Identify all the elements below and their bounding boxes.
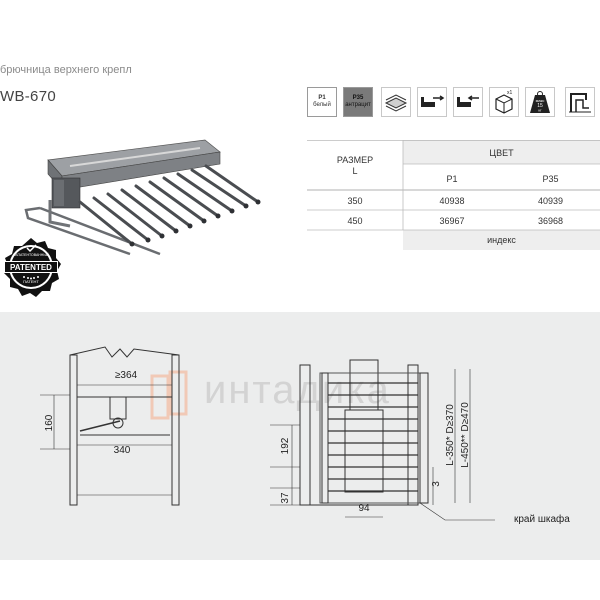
dim-width-min: ≥364 (115, 370, 138, 381)
load-label-1: макс (536, 98, 545, 103)
table-footer: индекс (487, 235, 516, 245)
row-size: 450 (347, 216, 363, 226)
size-header: РАЗМЕР L (307, 155, 403, 177)
finish-chip-p1: P1 белый (307, 87, 337, 117)
cabinet-edge-label: край шкафа (514, 513, 570, 525)
size-unit-label: L (352, 166, 358, 176)
col-p35-header: P35 (542, 174, 559, 184)
index-table: РАЗМЕР L ЦВЕТ P1 P35 350 40938 40939 450… (307, 140, 600, 252)
dim-l450: L-450** D≥470 (460, 402, 471, 468)
dim-height: 160 (44, 414, 55, 431)
row-p35: 36968 (537, 216, 564, 226)
patented-badge: PATENTED ЗАПАТЕНТОВАННЫЙ ПАТЕНТ (4, 238, 61, 297)
badge-top-text: ЗАПАТЕНТОВАННЫЙ (13, 253, 49, 257)
dim-94: 94 (358, 503, 370, 514)
dim-192: 192 (280, 437, 291, 454)
finish-chip-p35: P35 антрацит (343, 87, 373, 117)
product-image (24, 139, 261, 256)
row-p35: 40939 (537, 196, 564, 206)
finish-name: антрацит (345, 102, 371, 108)
quantity-box-icon: x1 (489, 87, 519, 117)
load-label-2: 15 (537, 103, 543, 109)
badge-bottom-text: ПАТЕНТ (23, 279, 39, 284)
side-section-drawing: ≥364 160 340 (40, 346, 180, 506)
finish-name: белый (313, 102, 331, 108)
dim-37: 37 (280, 492, 291, 504)
quantity-label: x1 (507, 90, 513, 96)
full-extension-icon (417, 87, 447, 117)
color-header: ЦВЕТ (489, 148, 514, 158)
badge-main-text: PATENTED (10, 263, 52, 272)
finish-code: P35 (352, 95, 364, 101)
model-title: WB-670 (0, 88, 56, 105)
table-grid (307, 140, 600, 250)
col-p1-header: P1 (446, 174, 458, 184)
row-p1: 36967 (439, 216, 465, 226)
subtitle: брючница верхнего крепл (0, 64, 132, 76)
row-size: 350 (347, 196, 363, 206)
front-section-drawing: 192 96 37 94 3 L-350* D≥370 L-450** D≥47… (270, 359, 570, 525)
dim-l350: L-350* D≥370 (445, 404, 456, 466)
stack-icon (381, 87, 411, 117)
row-p1: 40938 (439, 196, 465, 206)
watermark-text: интадика (204, 368, 391, 412)
soft-close-icon (453, 87, 483, 117)
dim-3: 3 (431, 481, 442, 487)
top-mount-icon (565, 87, 595, 117)
size-header-label: РАЗМЕР (336, 155, 374, 165)
load-label-3: кг (538, 108, 542, 113)
dim-inner-width: 340 (114, 445, 131, 456)
load-weight-icon: макс 15 кг (525, 87, 555, 117)
finish-code: P1 (318, 95, 326, 101)
